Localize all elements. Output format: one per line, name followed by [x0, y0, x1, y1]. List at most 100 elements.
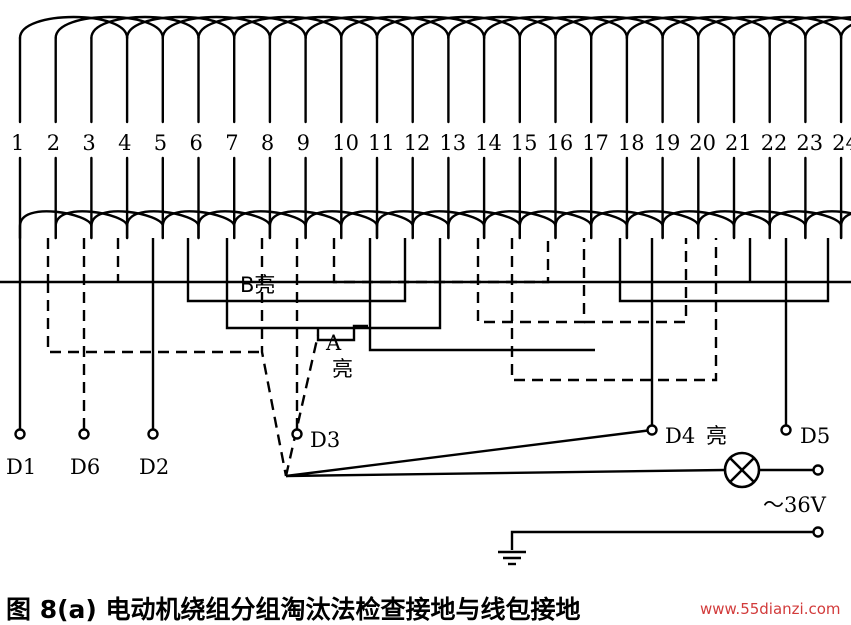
- coil-end-bottom: [54, 210, 129, 240]
- slot-labels: 123456789101112131415161718192021222324: [11, 131, 851, 155]
- terminal-d5: [780, 424, 792, 436]
- a-point-label: A: [325, 331, 342, 355]
- dashed-slot-17: [584, 238, 688, 324]
- coil-end-bottom: [732, 210, 807, 240]
- slot-number: 9: [297, 131, 310, 155]
- coil-end-top: [625, 15, 736, 40]
- coil-end-bottom: [18, 210, 93, 240]
- coil-end-top: [804, 16, 851, 40]
- d4-lit-label: 亮: [706, 424, 727, 448]
- coil-end-top: [590, 15, 700, 40]
- slot-number: 23: [796, 131, 823, 155]
- slot-number: 17: [582, 131, 609, 155]
- terminal-label-d6: D6: [70, 455, 100, 479]
- terminal-label-d4: D4: [665, 424, 695, 448]
- coil-end-bottom: [661, 210, 736, 240]
- coil-end-top: [482, 15, 593, 40]
- slot-number: 16: [547, 131, 574, 155]
- coil-end-bottom: [233, 210, 307, 240]
- coil-end-bottom: [768, 210, 843, 240]
- terminal-label-d2: D2: [139, 455, 169, 479]
- coil-end-bottom: [268, 210, 343, 240]
- coil-end-bottom: [590, 210, 664, 240]
- dashed-slot-9: [260, 238, 288, 477]
- slot-number: 21: [725, 131, 752, 155]
- dashed-group-15-20: [476, 238, 586, 324]
- coil-end-top: [697, 15, 807, 40]
- wire-test-lead-lamp: [285, 468, 726, 478]
- coil-end-top: [233, 15, 343, 40]
- coil-end-top: [411, 15, 521, 40]
- coil-group: [18, 15, 851, 240]
- dashed-group-16-21: [510, 238, 718, 382]
- slot-number: 19: [654, 131, 681, 155]
- coil-end-top: [340, 15, 450, 40]
- terminal-d3: [291, 428, 303, 440]
- slot-number: 2: [47, 131, 60, 155]
- coil-end-bottom: [482, 210, 557, 240]
- slot-number: 14: [475, 131, 502, 155]
- wire-group-19-24: [618, 238, 830, 303]
- coil-end-top: [447, 15, 557, 40]
- ground-icon: [498, 550, 526, 566]
- supply-voltage-label: ～36V: [763, 493, 827, 517]
- coil-end-top: [768, 15, 851, 40]
- coil-end-bottom: [554, 210, 629, 240]
- terminal-label-d5: D5: [800, 424, 830, 448]
- slot-number: 20: [689, 131, 716, 155]
- test-lamp-icon: [723, 451, 761, 489]
- coil-end-bottom: [90, 210, 164, 240]
- coil-end-top: [304, 15, 414, 40]
- coil-end-top: [90, 15, 200, 40]
- coil-end-bottom: [304, 210, 379, 240]
- slot-number: 24: [832, 131, 851, 155]
- terminal-d1: [14, 428, 26, 440]
- coil-end-top: [268, 15, 379, 40]
- slot-number: 6: [190, 131, 203, 155]
- dashed-a-lead: [284, 334, 320, 477]
- coil-end-top: [125, 15, 236, 40]
- dashed-group-11-16: [332, 238, 550, 284]
- terminal-label-d3: D3: [310, 428, 340, 452]
- wire-test-lead-d4: [285, 428, 653, 478]
- solid-wires: [18, 238, 830, 550]
- slot-number: 5: [154, 131, 167, 155]
- wire-ground-lead: [510, 530, 818, 550]
- supply-terminal-bottom: [812, 526, 824, 538]
- terminal-d4: [646, 424, 658, 436]
- coil-end-top: [732, 15, 843, 40]
- slot-number: 15: [511, 131, 538, 155]
- figure-caption: 图 8(a) 电动机绕组分组淘汰法检查接地与线包接地: [6, 595, 581, 624]
- coil-end-bottom: [804, 210, 851, 240]
- slot-number: 22: [761, 131, 788, 155]
- dashed-wires: [46, 238, 718, 477]
- terminal-d6: [78, 428, 90, 440]
- coil-end-top: [18, 15, 129, 40]
- coil-end-top: [54, 15, 164, 40]
- wire-a-branch: [316, 324, 368, 342]
- slot-number: 12: [404, 131, 431, 155]
- a-lit-label: 亮: [332, 357, 353, 381]
- coil-end-top: [161, 15, 272, 40]
- slot-number: 10: [332, 131, 359, 155]
- slot-number: 1: [11, 131, 24, 155]
- slot-number: 4: [118, 131, 131, 155]
- slot-number: 18: [618, 131, 645, 155]
- coil-end-bottom: [447, 210, 521, 240]
- terminal-label-d1: D1: [6, 455, 36, 479]
- coil-end-bottom: [340, 210, 414, 240]
- coil-end-bottom: [125, 210, 200, 240]
- coil-end-top: [661, 15, 771, 40]
- b-lamp-lit-label: B亮: [240, 273, 275, 297]
- coil-end-bottom: [197, 210, 272, 240]
- terminals: [14, 424, 824, 538]
- dashed-loop-3: [46, 282, 262, 354]
- slot-number: 13: [439, 131, 466, 155]
- coil-end-bottom: [839, 212, 851, 240]
- wire-group-12: [368, 238, 595, 352]
- coil-end-bottom: [161, 210, 236, 240]
- winding-diagram: 123456789101112131415161718192021222324: [0, 15, 851, 566]
- coil-end-bottom: [411, 210, 486, 240]
- coil-end-top: [375, 15, 486, 40]
